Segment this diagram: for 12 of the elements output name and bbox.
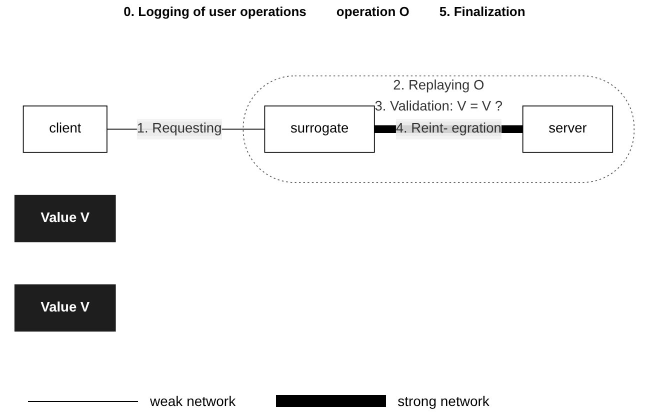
legend-text: weak network xyxy=(150,393,236,409)
node-box: Value V xyxy=(14,195,116,243)
note-text: operation O xyxy=(336,4,410,19)
node-box: surrogate xyxy=(264,106,375,154)
edge-label: 1. Requesting xyxy=(136,122,222,137)
node-box: Value V xyxy=(14,284,116,332)
note-text: 0. Logging of user operations xyxy=(124,4,306,19)
node-box: client xyxy=(22,106,108,154)
legend-text: strong network xyxy=(398,393,490,409)
note-text: 5. Finalization xyxy=(439,4,526,19)
node-box: server xyxy=(522,106,614,154)
edge-label: 4. Reint- egration xyxy=(396,122,502,137)
